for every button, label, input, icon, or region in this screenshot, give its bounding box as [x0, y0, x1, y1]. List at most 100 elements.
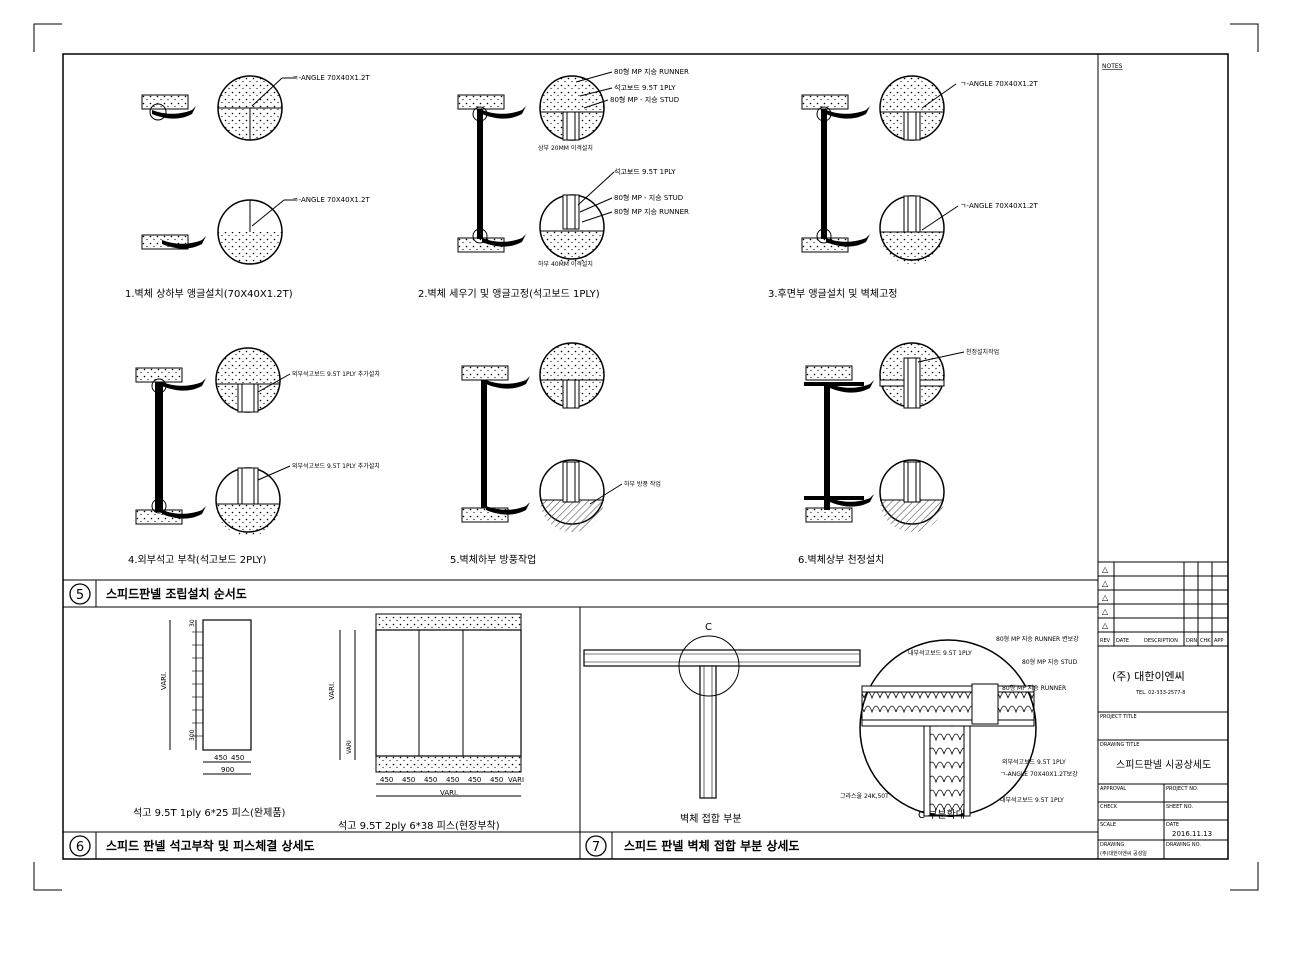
d6-note-top: 천정설치작업 — [966, 348, 999, 356]
d2-label: 2.벽체 세우기 및 앵글고정(석고보드 1PLY) — [418, 288, 600, 300]
section-7-header: 7 스피드 판넬 벽체 접합 부분 상세도 — [585, 832, 799, 859]
rev-header-app: APP — [1214, 638, 1223, 644]
d5-label: 5.벽체하부 방풍작업 — [450, 553, 536, 566]
panel6-right-dim-450-1: 450 — [380, 776, 393, 784]
rev-header-description: DESCRIPTION — [1144, 638, 1178, 644]
panel7-note-outer-gypsum: 외부석고보드 9.5T 1PLY — [1002, 758, 1066, 766]
d4-note-bottom: 외부석고보드 9.5T 1PLY 추가설치 — [292, 462, 380, 470]
panel6-right-dim-450-6: 450 — [490, 776, 503, 784]
project-title-label: PROJECT TITLE — [1100, 714, 1137, 720]
panel7-note-runner2: 80형 MP 지승 RUNNER — [1002, 684, 1066, 692]
panel6-left-dim-450-a: 450 — [214, 754, 227, 762]
d3-label: 3.후면부 앵글설치 및 벽체고정 — [768, 288, 897, 300]
panel7-note-runner: 80형 MP 지승 RUNNER 변보강 — [996, 635, 1079, 643]
d2-top-gap-note: 상부 20MM 이격설치 — [538, 144, 593, 152]
panel6-left-dim-900: 900 — [221, 766, 234, 774]
panel-6-right: VARI. VARI 450 450 450 450 450 450 VARI … — [328, 613, 524, 832]
rev-symbol-2: △ — [1102, 579, 1109, 588]
section-6-header: 6 스피드 판넬 석고부착 및 피스체결 상세도 — [69, 832, 315, 859]
panel6-right-dim-450-2: 450 — [402, 776, 415, 784]
panel6-left-dim-30: 30 — [189, 619, 196, 627]
sheet-no-label: SHEET NO. — [1166, 804, 1193, 810]
detail-3: ㄱ-ANGLE 70X40X1.2T ㄱ-ANGLE 70X40X1.2T 3.… — [768, 75, 1039, 300]
panel-7-joint: C 벽체 접합 부분 — [583, 622, 861, 825]
panel6-right-dim-450-3: 450 — [424, 776, 437, 784]
d2-bot-gypsum-note: 석고보드 9.5T 1PLY — [614, 167, 676, 176]
section-6-number: 6 — [76, 840, 84, 855]
panel7-note-angle: ㄱ-ANGLE 70X40X1.2T보강 — [1000, 770, 1078, 778]
notes-label: NOTES — [1102, 63, 1123, 70]
panel6-right-caption: 석고 9.5T 2ply 6*38 피스(현장부착) — [338, 820, 500, 832]
panel6-right-vari-bottom: VARI. — [440, 789, 458, 797]
panel6-left-dim-300: 300 — [189, 729, 196, 741]
panel6-left-dim-450-b: 450 — [231, 754, 244, 762]
section-5-header: 5 스피드판넬 조립설치 순서도 — [69, 580, 247, 607]
panel6-left-caption: 석고 9.5T 1ply 6*25 피스(완제품) — [133, 807, 286, 819]
d2-bot-gap-note: 하부 40MM 이격설치 — [538, 260, 593, 268]
rev-header-date: DATE — [1116, 638, 1129, 644]
d2-top-gypsum-note: 석고보드 9.5T 1PLY — [614, 83, 676, 92]
rev-header-drn: DRN — [1186, 638, 1197, 644]
drawing-title-label: DRAWING TITLE — [1100, 742, 1139, 748]
section-7-number: 7 — [592, 840, 600, 855]
panel6-right-dim-450-5: 450 — [468, 776, 481, 784]
panel7-note-stud: 80형 MP 지승 STUD — [1022, 658, 1078, 666]
panel7-note-inner-gypsum2: 내부석고보드 9.5T 1PLY — [1000, 796, 1064, 804]
rev-symbol-3: △ — [1102, 593, 1109, 602]
d2-bot-stud-note: 80형 MP - 지승 STUD — [614, 193, 683, 202]
rev-header-rev: REV — [1100, 638, 1111, 644]
rev-symbol-4: △ — [1102, 607, 1109, 616]
rev-symbol-5: △ — [1102, 621, 1109, 630]
panel7-c-mark: C — [705, 622, 712, 633]
drawing-title: 스피드판넬 시공상세도 — [1116, 759, 1211, 771]
panel7-note-inner-gypsum: 내부석고보드 9.5T 1PLY — [908, 649, 972, 657]
d2-top-stud-note: 80형 MP - 지승 STUD — [610, 95, 679, 104]
drawing-label: DRAWING — [1100, 842, 1124, 848]
panel-7-zoom: 80형 MP 지승 RUNNER 변보강 내부석고보드 9.5T 1PLY 80… — [840, 635, 1079, 821]
d4-note-top: 외부석고보드 9.5T 1PLY 추가설치 — [292, 370, 380, 378]
d5-note-bottom: 하부 방풍 작업 — [624, 480, 661, 488]
section-7-title: 스피드 판넬 벽체 접합 부분 상세도 — [624, 838, 799, 853]
d4-label: 4.외부석고 부착(석고보드 2PLY) — [128, 554, 267, 566]
d1-label: 1.벽체 상하부 앵글설치(70X40X1.2T) — [125, 287, 293, 300]
panel6-left-vari: VARI. — [160, 672, 168, 690]
check-label: CHECK — [1100, 804, 1118, 810]
d3-angle-top-note: ㄱ-ANGLE 70X40X1.2T — [960, 80, 1039, 88]
drawing-no-label: DRAWING NO. — [1166, 842, 1201, 848]
panel7-left-caption: 벽체 접합 부분 — [680, 813, 742, 825]
d1-angle-top-note: ㄱ-ANGLE 70X40X1.2T — [292, 74, 371, 82]
panel6-right-dim-vari-bottom: VARI — [508, 776, 524, 784]
drawn-by: (주)대한이엔씨 공성일 — [1100, 850, 1147, 857]
panel7-right-caption: C 부분확대 — [918, 809, 965, 821]
panel7-note-glasswool: 그라스울 24K,50T — [840, 792, 889, 800]
panel6-right-dim-450-4: 450 — [446, 776, 459, 784]
approval-label: APPROVAL — [1100, 786, 1126, 792]
d2-bot-runner-note: 80형 MP 지승 RUNNER — [614, 207, 689, 216]
sheet-frame — [62, 53, 1229, 860]
title-block: NOTES △ △ △ △ △ REV DATE DESCRIP — [1098, 63, 1228, 859]
d1-angle-bottom-note: ㄱ-ANGLE 70X40X1.2T — [292, 196, 371, 204]
section-5-title: 스피드판넬 조립설치 순서도 — [106, 586, 247, 601]
panel-6-left: VARI. 30 300 450 450 900 석고 9.5T 1ply 6*… — [133, 619, 286, 819]
date-value: 2016.11.13 — [1172, 830, 1212, 838]
d2-top-runner-note: 80형 MP 지승 RUNNER — [614, 67, 689, 76]
section-6-title: 스피드 판넬 석고부착 및 피스체결 상세도 — [106, 838, 315, 853]
company-tel: TEL. 02-333-2577-8 — [1135, 690, 1185, 696]
rev-symbol-1: △ — [1102, 565, 1109, 574]
panel6-right-dim-vari: VARI — [346, 740, 353, 754]
detail-1: ㄱ-ANGLE 70X40X1.2T ㄱ-ANGLE 70X40X1.2T 1.… — [125, 74, 371, 300]
section-5-number: 5 — [76, 588, 84, 603]
d3-angle-bottom-note: ㄱ-ANGLE 70X40X1.2T — [960, 202, 1039, 210]
company-name: (주) 대한이엔씨 — [1112, 670, 1185, 683]
panel6-right-vari: VARI. — [328, 682, 336, 700]
project-no-label: PROJECT NO. — [1166, 786, 1199, 792]
detail-5: 하부 방풍 작업 5.벽체하부 방풍작업 — [450, 342, 661, 566]
scale-label: SCALE — [1100, 822, 1116, 828]
rev-header-chk: CHK — [1200, 638, 1211, 644]
detail-6: 천정설치작업 6.벽체상부 천정설치 — [798, 342, 999, 566]
d6-label: 6.벽체상부 천정설치 — [798, 554, 884, 566]
date-label: DATE — [1166, 822, 1179, 828]
detail-2: 80형 MP 지승 RUNNER 석고보드 9.5T 1PLY 80형 MP -… — [418, 67, 689, 300]
detail-4: 외부석고보드 9.5T 1PLY 추가설치 외부석고보드 9.5T 1PLY 추… — [128, 347, 380, 566]
